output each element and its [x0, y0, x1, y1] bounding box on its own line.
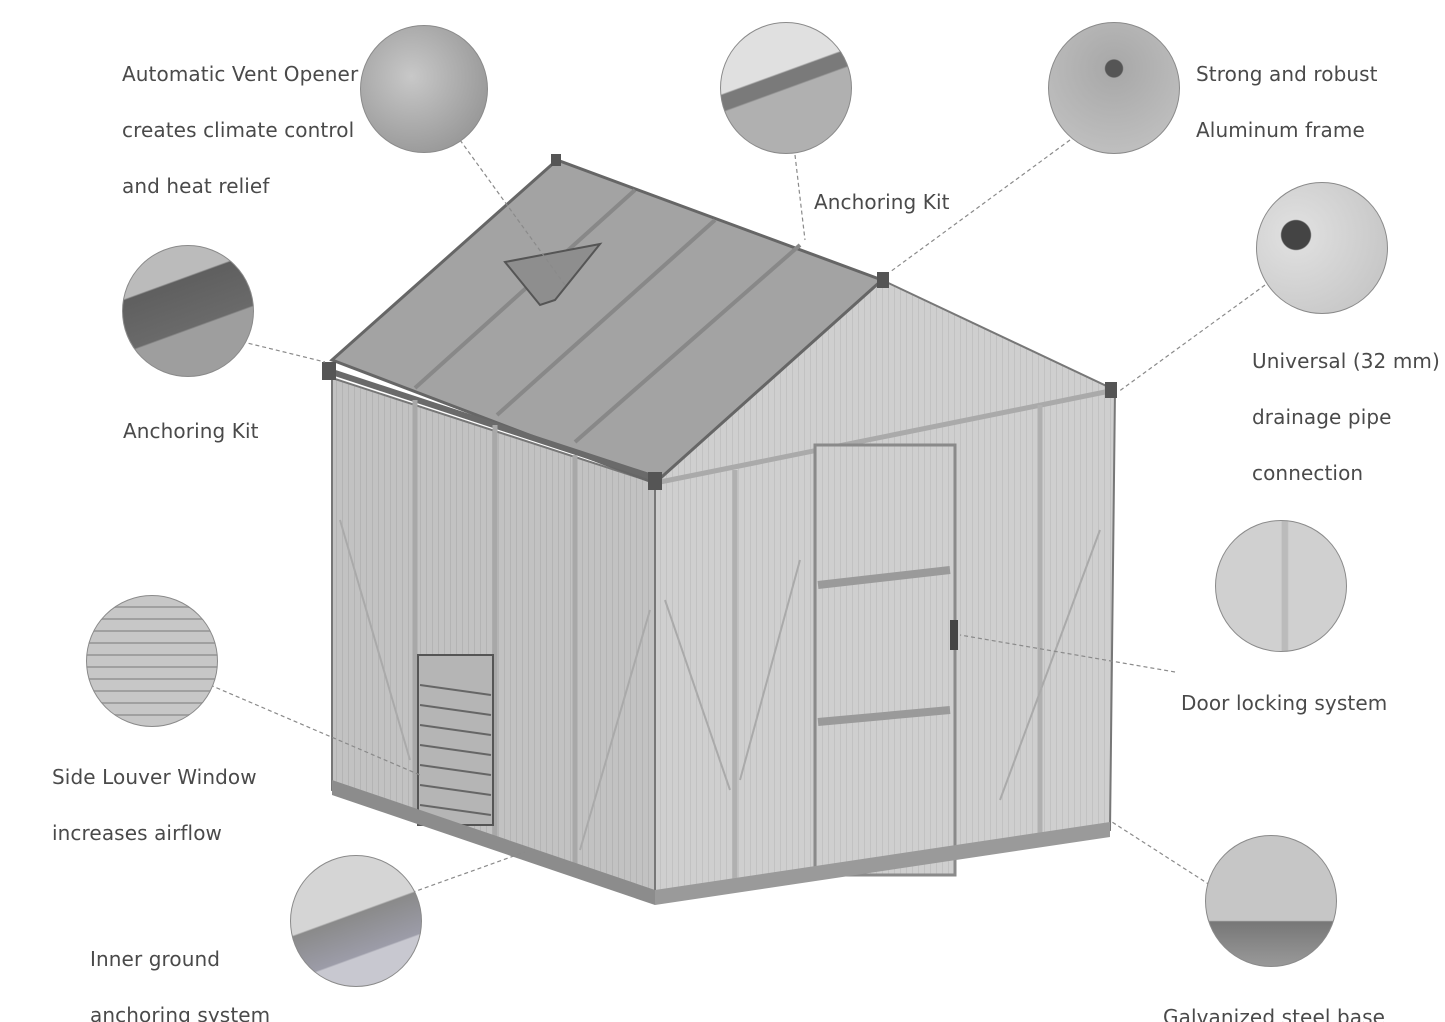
- ground-stake-detail-icon: [290, 855, 422, 987]
- leader-lines: [209, 139, 1266, 896]
- callout-anchoring-kit-top-label: Anchoring Kit: [814, 190, 950, 214]
- callout-aluminum-frame-label: Strong and robust Aluminum frame: [1196, 62, 1378, 142]
- door-handle-detail-icon: [1215, 520, 1347, 652]
- callout-louver-label: Side Louver Window increases airflow: [52, 765, 257, 845]
- anchor-bracket-detail-icon: [720, 22, 852, 154]
- vent-detail-icon: [360, 25, 488, 153]
- door-handle: [950, 620, 958, 650]
- steel-base-detail-icon: [1205, 835, 1337, 967]
- steel-base: [332, 780, 655, 905]
- callout-steel-base-label: Galvanized steel base: [1163, 1005, 1386, 1022]
- louver-window: [417, 654, 494, 826]
- louver-window-detail-icon: [86, 595, 218, 727]
- door: [813, 443, 957, 877]
- roof-vent: [503, 242, 603, 307]
- callout-drainage-label: Universal (32 mm) drainage pipe connecti…: [1252, 349, 1440, 485]
- callout-vent-label: Automatic Vent Opener creates climate co…: [122, 62, 359, 198]
- callout-ground-anchor-label: Inner ground anchoring system: [90, 947, 271, 1022]
- anchor-plate-detail-icon: [122, 245, 254, 377]
- callout-anchoring-kit-left-label: Anchoring Kit: [123, 419, 259, 443]
- drainage-connector-detail-icon: [1256, 182, 1388, 314]
- frame-corner-detail-icon: [1048, 22, 1180, 154]
- callout-door-lock-label: Door locking system: [1181, 691, 1388, 715]
